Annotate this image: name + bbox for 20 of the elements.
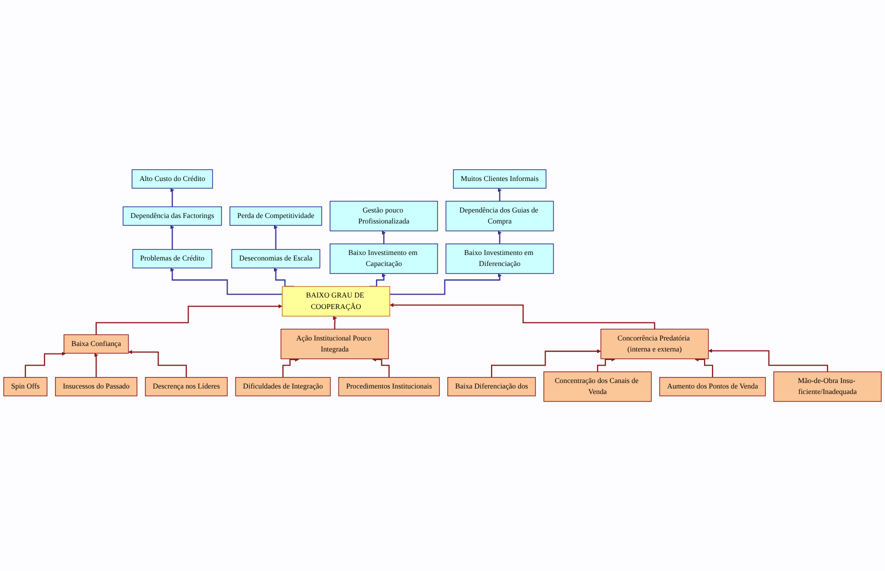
arrow xyxy=(96,304,282,336)
arrow xyxy=(372,357,390,378)
arrow xyxy=(282,357,300,378)
arrow xyxy=(128,350,187,378)
arrow xyxy=(170,268,282,295)
arrow xyxy=(170,188,174,208)
arrow xyxy=(491,349,602,378)
arrow xyxy=(382,230,386,244)
arrow xyxy=(332,316,338,330)
arrow xyxy=(596,357,616,372)
arrow xyxy=(390,273,502,295)
arrow xyxy=(170,225,174,250)
arrow xyxy=(498,230,502,244)
arrow xyxy=(274,225,278,250)
arrow xyxy=(390,302,656,330)
arrow xyxy=(694,357,714,378)
arrow xyxy=(708,348,828,372)
arrow xyxy=(24,352,66,378)
arrow xyxy=(498,188,502,202)
arrow xyxy=(94,352,98,378)
